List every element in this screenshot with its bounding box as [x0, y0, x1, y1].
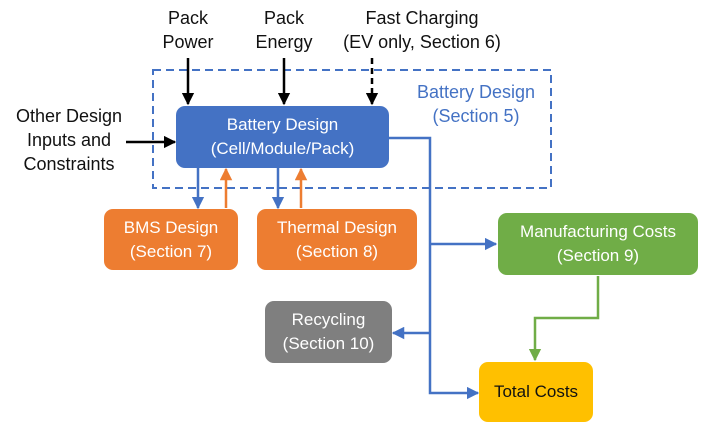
recycling-line-1: Recycling [291, 310, 366, 329]
other-inputs-line-2: Inputs and [26, 130, 112, 150]
fast-charging-line-1: Fast Charging [365, 8, 479, 28]
pack-power-line-1: Pack [167, 8, 209, 28]
bms-design-line-2: (Section 7) [129, 241, 213, 261]
manufacturing-to-total-arrow [528, 276, 600, 362]
pack-energy-line-2: Energy [255, 32, 313, 52]
manufacturing-costs-line-2: (Section 9) [556, 246, 640, 265]
other-inputs-line-3: Constraints [23, 154, 115, 174]
fast-charging-line-2: (EV only, Section 6) [343, 32, 501, 52]
manufacturing-costs-node: Manufacturing Costs (Section 9) [498, 213, 698, 275]
battery-design-line-1: Battery Design [226, 115, 339, 134]
pack-energy-label: Pack Energy [244, 6, 324, 54]
bms-design-line-1: BMS Design [123, 217, 219, 237]
total-costs-node: Total Costs [479, 362, 593, 422]
recycling-node: Recycling (Section 10) [265, 301, 392, 363]
battery-to-total-connector [389, 136, 480, 400]
battery-design-group-label: Battery Design (Section 5) [412, 80, 540, 128]
thermal-design-line-1: Thermal Design [277, 217, 397, 237]
battery-design-line-2: (Cell/Module/Pack) [210, 139, 355, 158]
thermal-design-line-2: (Section 8) [295, 241, 379, 261]
bms-design-node: BMS Design (Section 7) [104, 209, 238, 270]
manufacturing-costs-line-1: Manufacturing Costs [520, 222, 676, 241]
other-inputs-label: Other Design Inputs and Constraints [10, 104, 128, 176]
group-label-line-2: (Section 5) [432, 106, 520, 126]
recycling-line-2: (Section 10) [282, 334, 375, 353]
other-inputs-line-1: Other Design [15, 106, 123, 126]
pack-energy-line-1: Pack [263, 8, 305, 28]
battery-design-node: Battery Design (Cell/Module/Pack) [176, 106, 389, 168]
fast-charging-label: Fast Charging (EV only, Section 6) [322, 6, 522, 54]
thermal-design-node: Thermal Design (Section 8) [257, 209, 417, 270]
total-costs-line-1: Total Costs [493, 382, 579, 401]
battery-design-group-border [152, 69, 552, 189]
pack-power-label: Pack Power [148, 6, 228, 54]
group-label-line-1: Battery Design [416, 82, 536, 102]
pack-power-line-2: Power [162, 32, 214, 52]
